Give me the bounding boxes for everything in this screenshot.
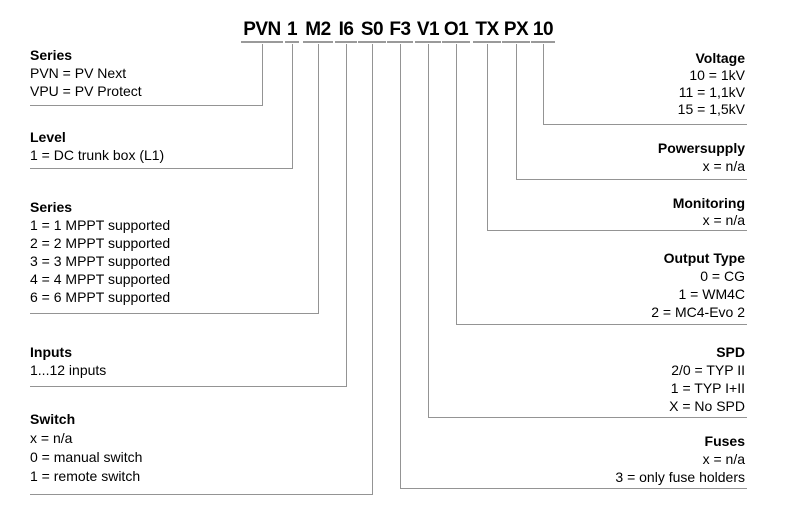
section-spd: SPD 2/0 = TYP II 1 = TYP I+II X = No SPD: [669, 343, 745, 415]
rule-fuses: [400, 488, 747, 489]
section-item: 2 = MC4-Evo 2: [651, 304, 745, 320]
section-item: 2/0 = TYP II: [671, 362, 745, 378]
connector-line-fuses: [400, 44, 401, 488]
rule-mppt: [30, 313, 319, 314]
connector-line-switch: [372, 44, 373, 494]
code-segment-inputs: I6: [335, 19, 357, 43]
connector-line-inputs: [346, 44, 347, 386]
section-item: 1 = WM4C: [678, 286, 745, 302]
section-item: 6 = 6 MPPT supported: [30, 289, 171, 305]
section-series-mppt: Series 1 = 1 MPPT supported 2 = 2 MPPT s…: [30, 198, 170, 306]
rule-inputs: [30, 386, 347, 387]
connector-line-monitoring: [487, 44, 488, 230]
section-switch: Switch x = n/a 0 = manual switch 1 = rem…: [30, 410, 142, 486]
section-item: 0 = CG: [700, 268, 745, 284]
section-title: Switch: [30, 411, 76, 427]
code-segment-powersupply: PX: [502, 19, 530, 43]
code-segment-output: O1: [442, 19, 470, 43]
section-item: 0 = manual switch: [30, 449, 143, 465]
section-voltage: Voltage 10 = 1kV 11 = 1,1kV 15 = 1,5kV: [678, 50, 745, 118]
section-item: 1 = 1 MPPT supported: [30, 217, 171, 233]
section-item: 3 = 3 MPPT supported: [30, 253, 171, 269]
section-item: x = n/a: [702, 158, 745, 174]
code-segment-voltage: 10: [531, 19, 555, 43]
section-item: PVN = PV Next: [30, 65, 127, 81]
section-item: 3 = only fuse holders: [615, 469, 745, 485]
connector-line-powersupply: [516, 44, 517, 179]
rule-powersupply: [516, 179, 747, 180]
section-title: Monitoring: [672, 195, 745, 211]
connector-line-series1: [262, 44, 263, 105]
section-item: 1...12 inputs: [30, 362, 107, 378]
rule-switch: [30, 494, 373, 495]
section-title: Fuses: [704, 433, 745, 449]
section-item: 2 = 2 MPPT supported: [30, 235, 171, 251]
code-segment-fuses: F3: [387, 19, 413, 43]
section-title: SPD: [716, 344, 745, 360]
section-title: Powersupply: [657, 140, 745, 156]
section-monitoring: Monitoring x = n/a: [673, 195, 745, 229]
rule-series1: [30, 105, 263, 106]
section-item: 10 = 1kV: [689, 67, 745, 83]
section-level: Level 1 = DC trunk box (L1): [30, 128, 164, 164]
section-item: 1 = TYP I+II: [670, 380, 745, 396]
section-powersupply: Powersupply x = n/a: [658, 139, 745, 175]
section-fuses: Fuses x = n/a 3 = only fuse holders: [615, 432, 745, 486]
code-segment-series: PVN: [241, 19, 283, 43]
connector-line-output: [456, 44, 457, 324]
section-item: x = n/a: [702, 451, 745, 467]
rule-output-type: [456, 324, 747, 325]
code-segment-switch: S0: [358, 19, 386, 43]
section-title: Level: [30, 129, 66, 145]
connector-line-voltage: [543, 44, 544, 124]
section-item: 1 = remote switch: [30, 468, 141, 484]
section-series: Series PVN = PV Next VPU = PV Protect: [30, 46, 142, 100]
connector-line-mppt: [318, 44, 319, 313]
code-segment-mppt: M2: [303, 19, 333, 43]
section-title: Inputs: [30, 344, 72, 360]
section-item: 15 = 1,5kV: [677, 101, 745, 117]
code-segment-level: 1: [285, 19, 299, 43]
section-title: Series: [30, 199, 73, 215]
section-item: x = n/a: [702, 212, 745, 228]
section-title: Series: [30, 47, 73, 63]
section-item: 1 = DC trunk box (L1): [30, 147, 165, 163]
section-title: Output Type: [663, 250, 745, 266]
section-item: VPU = PV Protect: [30, 83, 142, 99]
rule-voltage: [543, 124, 747, 125]
connector-line-spd: [428, 44, 429, 417]
rule-monitoring: [487, 230, 747, 231]
section-inputs: Inputs 1...12 inputs: [30, 343, 106, 379]
code-segment-spd: V1: [415, 19, 441, 43]
connector-line-level: [292, 44, 293, 168]
code-segment-monitoring: TX: [473, 19, 501, 43]
section-title: Voltage: [695, 50, 745, 66]
section-output-type: Output Type 0 = CG 1 = WM4C 2 = MC4-Evo …: [651, 249, 745, 321]
section-item: 4 = 4 MPPT supported: [30, 271, 171, 287]
rule-spd: [428, 417, 747, 418]
rule-level: [30, 168, 293, 169]
section-item: 11 = 1,1kV: [678, 84, 745, 100]
section-item: X = No SPD: [669, 398, 745, 414]
section-item: x = n/a: [30, 430, 73, 446]
